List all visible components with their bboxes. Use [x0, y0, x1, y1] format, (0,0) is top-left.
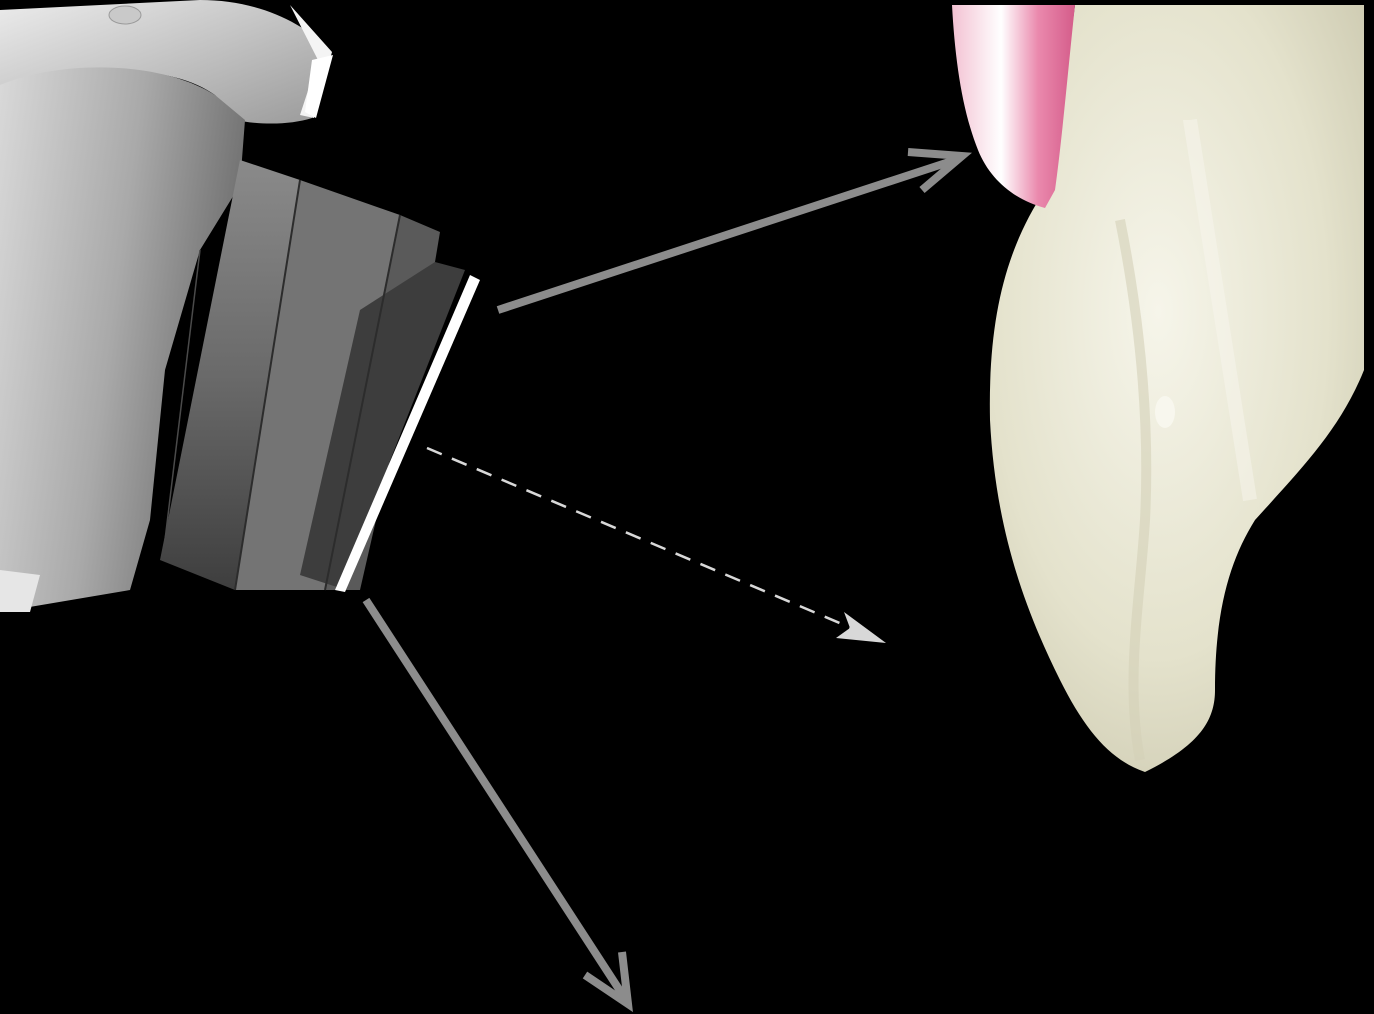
arrow-middle — [427, 448, 886, 643]
gingiva-icon — [952, 5, 1075, 208]
arrow-down — [366, 600, 628, 1004]
curing-light-icon — [0, 0, 480, 612]
arrow-to-tooth — [498, 152, 962, 310]
